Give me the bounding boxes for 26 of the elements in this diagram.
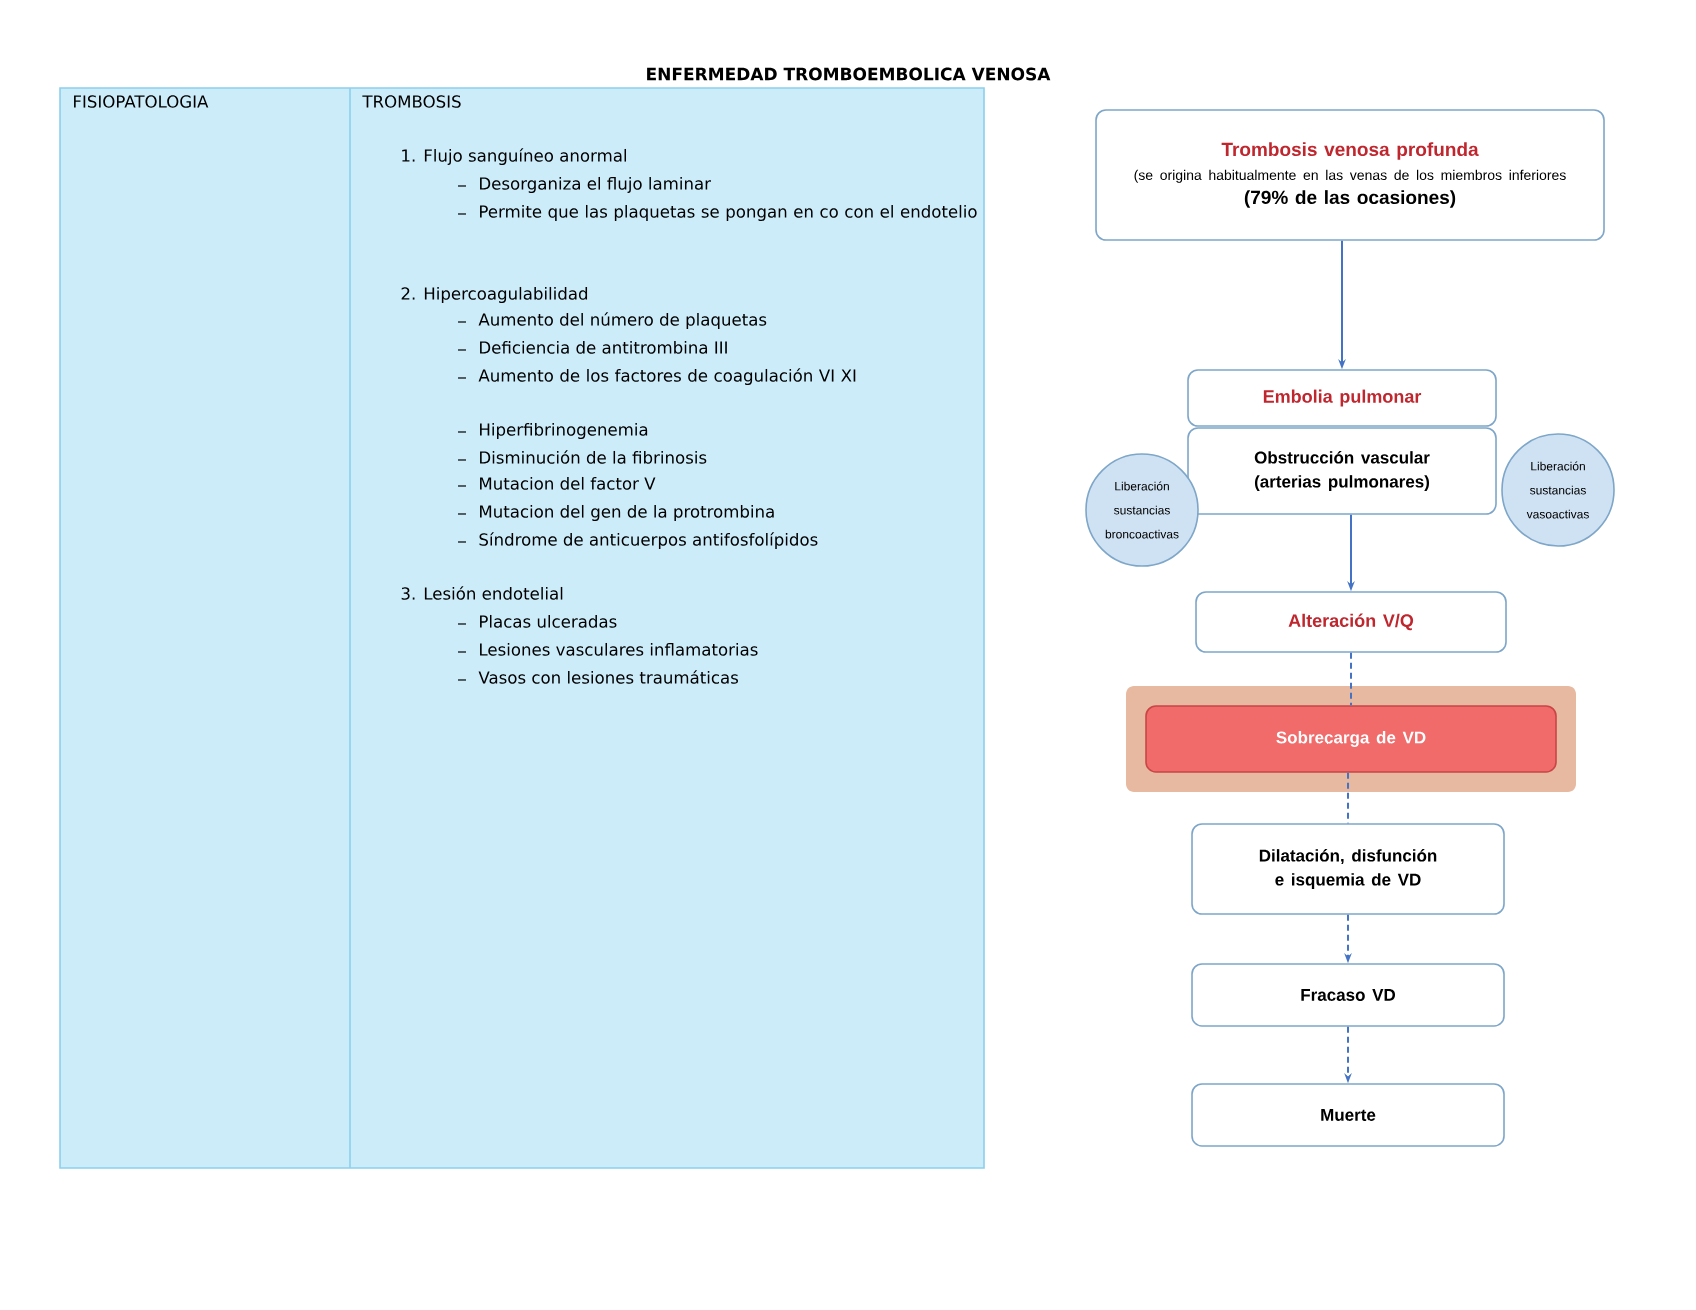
list-item: Lesiones vasculares inflamatorias xyxy=(480,642,758,656)
list-item: 2. Hipercoagulabilidad xyxy=(401,286,588,303)
list-item: Placas ulceradas xyxy=(480,614,617,628)
list-item: Hiperfibrinogenemia xyxy=(480,422,648,439)
list-item: Mutacion del factor V xyxy=(480,476,656,490)
process-box: Fracaso VD xyxy=(1191,963,1505,1027)
list-item: Síndrome de anticuerpos antifosfolípidos xyxy=(479,532,818,549)
list-item: Disminución de la fibrinosis xyxy=(480,450,707,464)
list-item: 1. Flujo sanguíneo anormal xyxy=(402,148,626,165)
process-box: Alteración V/Q xyxy=(1195,591,1507,653)
table-header: FISIOPATOLOGIA xyxy=(74,95,209,108)
list-item: Vasos con lesiones traumáticas xyxy=(478,670,738,684)
list-item: Mutacion del gen de la protrombina xyxy=(480,504,774,521)
process-box: Muerte xyxy=(1191,1083,1505,1147)
list-item: Permite que las plaquetas se pongan en co con el endotelio xyxy=(480,204,977,221)
highlighted-box: Sobrecarga de VD xyxy=(1126,686,1576,792)
process-box: Dilatación, disfunción e isquemia de VD xyxy=(1191,823,1505,915)
list-item: Deficiencia de antitrombina III xyxy=(480,340,727,354)
title: ENFERMEDAD TROMBOEMBOLICA VENOSA xyxy=(647,67,1051,81)
list-item: 3. Lesión endotelial xyxy=(401,586,563,600)
process-box: Embolia pulmonar xyxy=(1187,369,1497,427)
table-header: TROMBOSIS xyxy=(362,95,461,108)
list-item: Aumento del número de plaquetas xyxy=(478,312,767,329)
list-item: Desorganiza el flujo laminar xyxy=(480,176,711,193)
list-item: Aumento de los factores de coagulación VI XI xyxy=(478,368,856,385)
process-box: Obstrucción vascular (arterias pulmonares) xyxy=(1187,427,1497,515)
